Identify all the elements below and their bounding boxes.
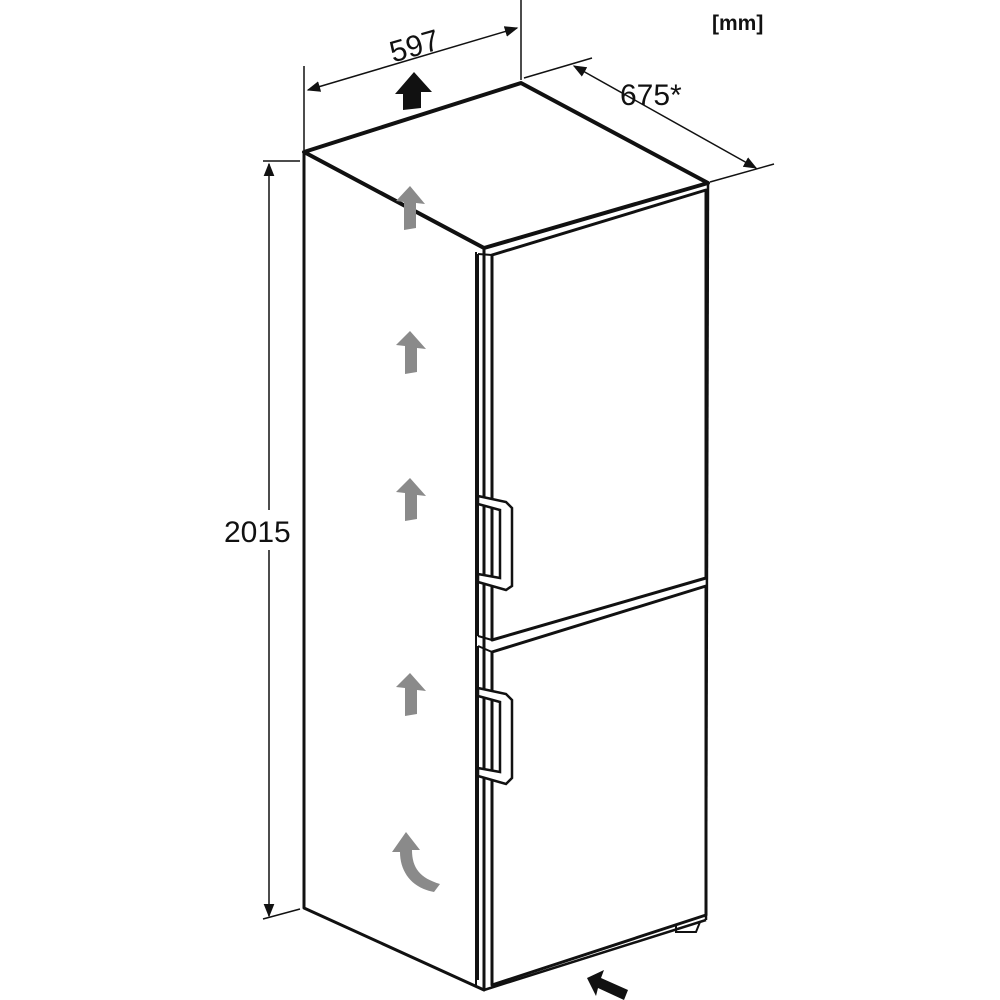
air-intake-arrow-icon: [587, 970, 628, 1000]
depth-dimension-label: 675*: [620, 79, 682, 112]
top-vent-arrow-icon: [395, 72, 432, 110]
airflow-arrow-icon: [396, 186, 425, 230]
airflow-arrows: [392, 186, 440, 892]
airflow-arrow-icon: [396, 478, 426, 521]
airflow-arrow-icon: [396, 673, 426, 716]
fridge-side-face: [302, 150, 486, 992]
lower-door: [477, 584, 708, 987]
width-dimension-label: 597: [386, 24, 443, 70]
upper-door: [477, 188, 708, 642]
height-dimension-label: 2015: [224, 516, 291, 549]
airflow-arrow-icon: [396, 331, 426, 374]
fridge-feet: [675, 921, 701, 933]
depth-dimension: [523, 57, 775, 183]
units-label: [mm]: [712, 12, 763, 35]
curved-airflow-arrow-icon: [392, 832, 440, 892]
width-dimension: [303, 0, 522, 150]
fridge-body: [302, 81, 710, 992]
lower-door-handle: [476, 686, 514, 786]
upper-door-handle: [476, 494, 514, 592]
